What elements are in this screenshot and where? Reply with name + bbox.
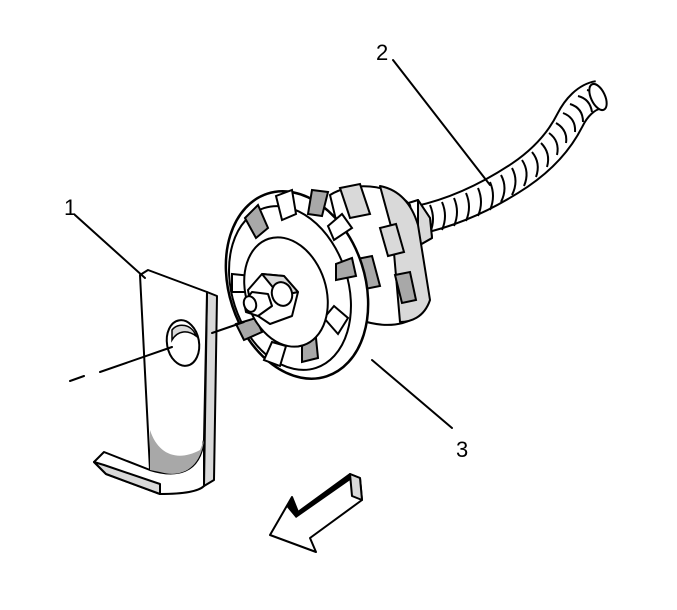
installation-axis-line [69, 321, 245, 382]
leader-line-3 [371, 359, 453, 429]
direction-arrow [269, 473, 363, 553]
mounting-bracket [93, 269, 218, 495]
callout-1: 1 [64, 195, 76, 220]
leader-lines [74, 59, 491, 429]
callout-2: 2 [376, 40, 388, 65]
leader-line-2 [392, 59, 491, 186]
callout-3: 3 [456, 437, 468, 462]
leader-line-1 [74, 214, 146, 279]
wiring-harness [414, 80, 608, 235]
sensor-body [224, 182, 431, 380]
